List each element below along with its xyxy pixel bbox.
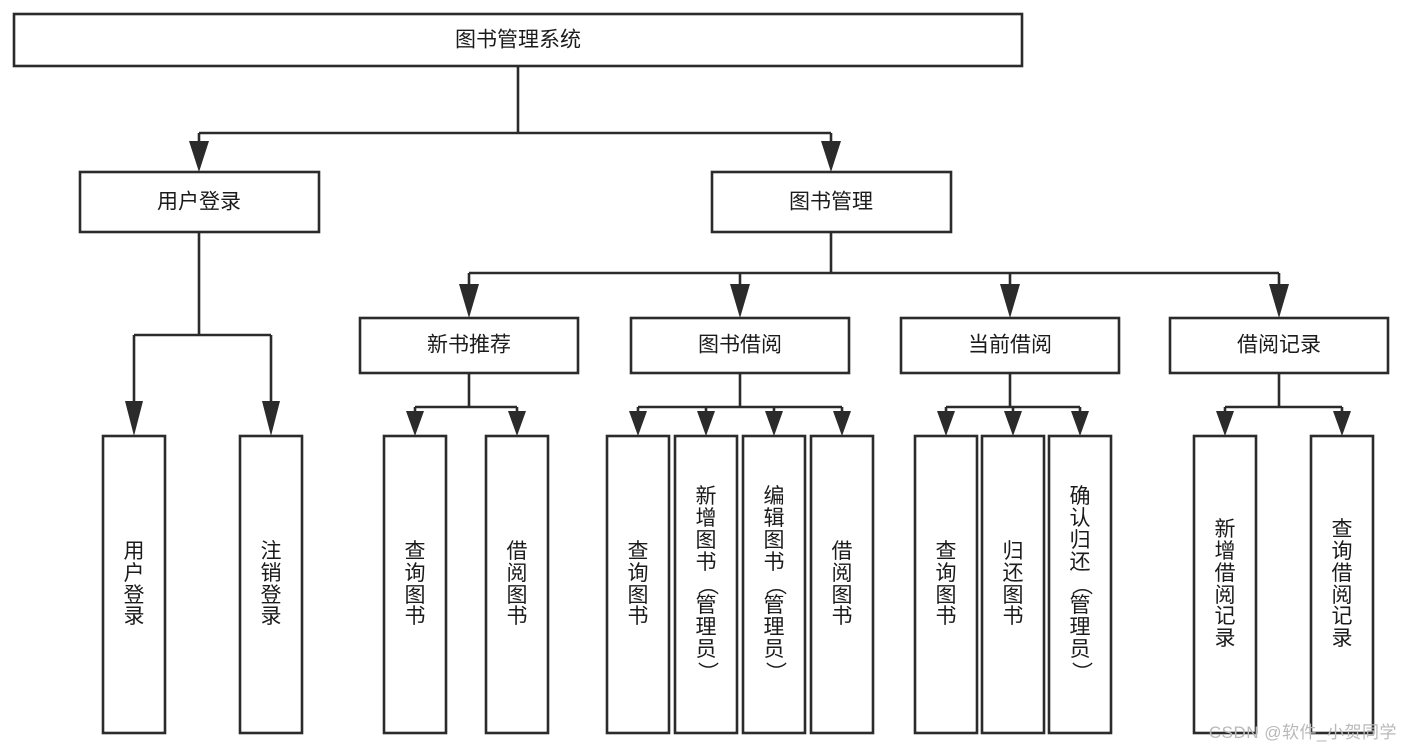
- node-borrow-records-label: 借阅记录: [1237, 334, 1321, 357]
- leaf-box-add-borrow-record[interactable]: [1192, 434, 1258, 735]
- csdn-watermark: CSDN @软件_小贺同学: [1208, 723, 1397, 742]
- arrow-nbr-leaf-2: [508, 411, 526, 436]
- node-user-login-label: 用户登录: [157, 191, 241, 214]
- arrow-bb-leaf-1: [629, 411, 647, 436]
- node-root[interactable]: 图书管理系统: [12, 12, 1024, 68]
- leaf-box-edit-book-admin[interactable]: [741, 434, 807, 735]
- arrow-to-new-book-recommend: [459, 284, 479, 318]
- arrow-cb-leaf-3: [1071, 411, 1089, 436]
- leaf-box-user-login[interactable]: [101, 434, 167, 735]
- node-user-login[interactable]: 用户登录: [78, 170, 321, 234]
- arrow-bb-leaf-4: [833, 411, 851, 436]
- leaf-box-query-borrow-record[interactable]: [1309, 434, 1375, 735]
- arrow-bb-leaf-2: [697, 411, 715, 436]
- node-book-manage[interactable]: 图书管理: [710, 170, 953, 234]
- leaf-box-add-book-admin[interactable]: [673, 434, 739, 735]
- arrow-br-leaf-2: [1333, 411, 1351, 436]
- node-current-borrow[interactable]: 当前借阅: [899, 316, 1121, 375]
- node-book-borrow-label: 图书借阅: [698, 334, 782, 357]
- leaf-box-return-book[interactable]: [980, 434, 1046, 735]
- node-new-book-recommend[interactable]: 新书推荐: [358, 316, 580, 375]
- arrow-bb-leaf-3: [765, 411, 783, 436]
- arrow-to-leaf-user-login: [125, 401, 143, 436]
- leaf-box-confirm-return-admin[interactable]: [1047, 434, 1113, 735]
- node-book-manage-label: 图书管理: [789, 191, 873, 214]
- node-root-label: 图书管理系统: [455, 29, 581, 52]
- arrow-to-leaf-logout: [262, 401, 280, 436]
- node-book-borrow[interactable]: 图书借阅: [629, 316, 851, 375]
- arrow-root-to-book-manage: [821, 141, 841, 172]
- leaf-box-query-book-3[interactable]: [913, 434, 979, 735]
- leaf-box-borrow-book-2[interactable]: [809, 434, 875, 735]
- node-borrow-records-box[interactable]: [1168, 316, 1390, 375]
- arrow-cb-leaf-2: [1004, 411, 1022, 436]
- arrow-cb-leaf-1: [937, 411, 955, 436]
- node-new-book-recommend-label: 新书推荐: [427, 334, 511, 357]
- leaf-box-query-book-1[interactable]: [382, 434, 448, 735]
- node-current-borrow-box[interactable]: [899, 316, 1121, 375]
- arrow-to-current-borrow: [1000, 284, 1020, 318]
- leaf-box-borrow-book-1[interactable]: [484, 434, 550, 735]
- arrow-root-to-user-login: [189, 141, 209, 172]
- leaf-box-logout[interactable]: [238, 434, 304, 735]
- node-borrow-records[interactable]: 借阅记录: [1168, 316, 1390, 375]
- arrow-br-leaf-1: [1216, 411, 1234, 436]
- arrow-nbr-leaf-1: [406, 411, 424, 436]
- node-book-manage-box[interactable]: [710, 170, 953, 234]
- node-root-box[interactable]: [12, 12, 1024, 68]
- node-book-borrow-box[interactable]: [629, 316, 851, 375]
- leaf-box-query-book-2[interactable]: [605, 434, 671, 735]
- arrow-to-book-borrow: [730, 284, 750, 318]
- arrow-to-borrow-records: [1269, 284, 1289, 318]
- node-new-book-recommend-box[interactable]: [358, 316, 580, 375]
- node-current-borrow-label: 当前借阅: [968, 334, 1052, 357]
